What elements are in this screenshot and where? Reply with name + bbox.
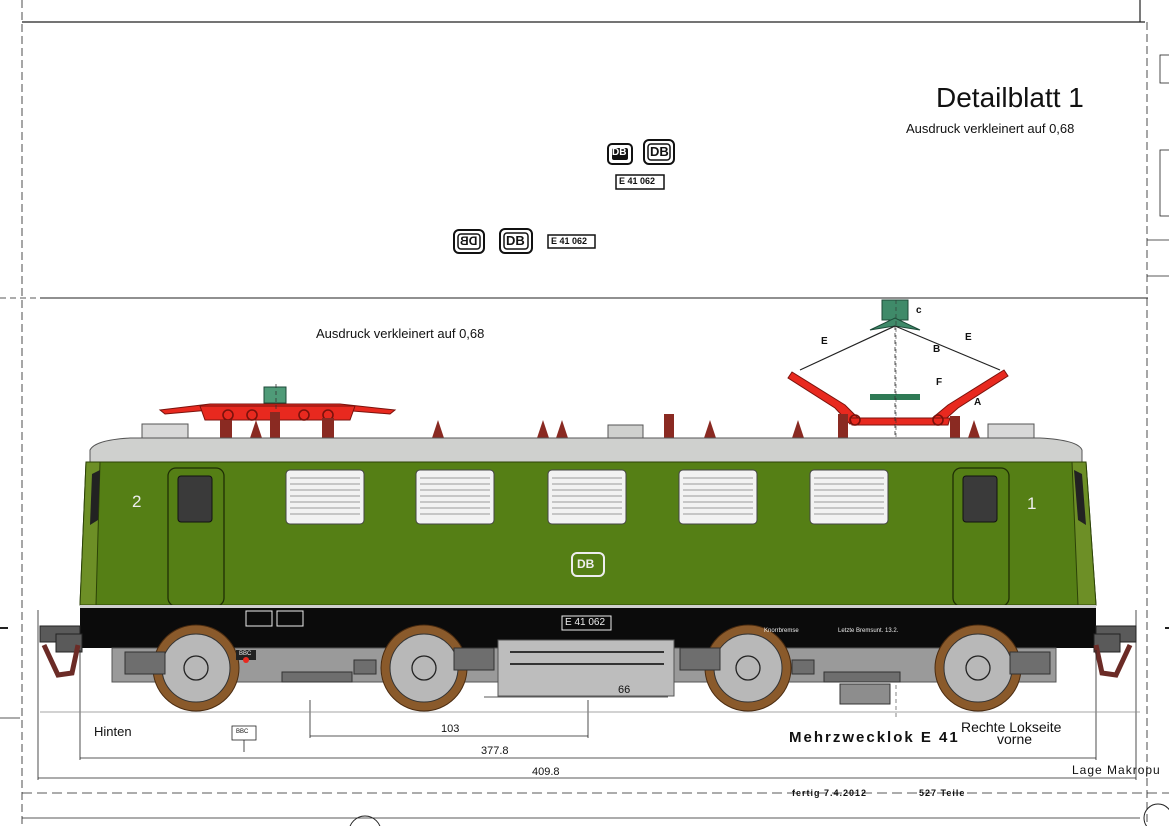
finished-date: fertig 7.4.2012 [792,788,868,798]
position-note: Lage Makropu [1072,763,1161,777]
brake-label: Knorrbremse [764,628,799,634]
decal-group-top [453,139,675,254]
decal-db-logo-mirrored: DB [460,234,478,248]
pantograph-letter-c: c [916,305,922,316]
decal-number-plate-second: E 41 062 [551,236,588,246]
front-label: vorne [997,731,1033,747]
dimension-length-over-buffers: 409.8 [532,766,560,778]
maker-badge-detail: BBC [236,729,249,735]
dimension-axle-spacing: 66 [618,684,631,696]
pantograph-letter-a: A [974,397,982,408]
side-label: Rechte Lokseite [961,719,1062,735]
roof-insulators [141,412,1035,439]
running-gear [39,624,1137,712]
decal-number-plate: E 41 062 [619,176,656,186]
decal-db-logo: DB [612,147,627,158]
decal-db-logo-second: DB [506,233,525,248]
end-number-front: 1 [1027,494,1037,513]
part-count: 527 Teile [919,788,966,798]
body-number-plate: E 41 062 [565,617,606,628]
body-db-logo: DB [577,557,595,571]
last-brake-test-label: Letzte Bremsunt. 13.2. [838,628,899,634]
pantograph-letter-f: F [936,377,943,388]
decal-db-logo-large: DB [650,144,669,159]
maker-badge: BBC [239,651,252,657]
dimension-bogie-pivot: 103 [441,723,460,735]
dimension-lines [37,610,1140,780]
scale-note-header: Ausdruck verkleinert auf 0,68 [906,121,1075,136]
pantograph-letter-e-left: E [821,336,828,347]
pantograph-front [787,299,1009,720]
pantograph-letter-e-right: E [965,332,972,343]
model-name: Mehrzwecklok E 41 [789,729,960,746]
scale-note-drawing: Ausdruck verkleinert auf 0,68 [316,326,485,341]
locomotive-body [79,437,1097,648]
pantograph-rear [158,384,397,450]
dimension-length-over-body: 377.8 [481,745,509,757]
sheet-title: Detailblatt 1 [936,82,1084,113]
end-number-rear: 2 [132,492,142,511]
pantograph-letter-b: B [933,344,941,355]
rear-side-label: Hinten [94,724,132,739]
